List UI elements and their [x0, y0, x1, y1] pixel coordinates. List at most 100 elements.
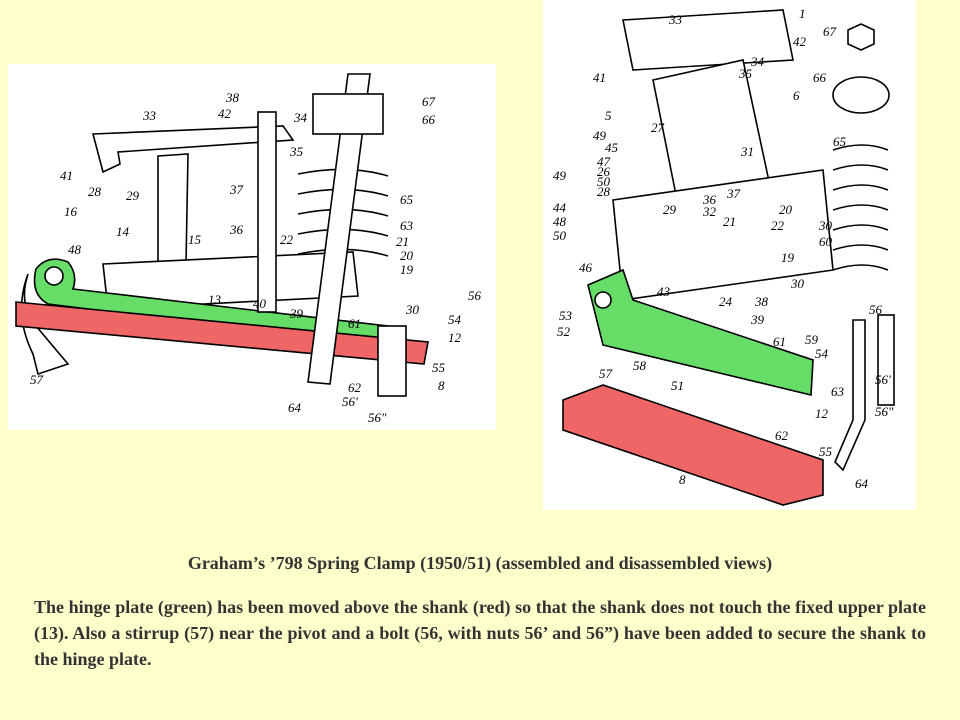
- callout: 22: [280, 232, 294, 247]
- callout: 64: [288, 400, 302, 415]
- callout: 54: [815, 346, 829, 361]
- callout: 47: [597, 154, 611, 169]
- callout: 58: [633, 358, 647, 373]
- callout: 50: [553, 228, 567, 243]
- callout: 62: [348, 380, 362, 395]
- callout: 48: [553, 214, 567, 229]
- callout: 21: [723, 214, 736, 229]
- callout: 33: [668, 12, 683, 27]
- callout: 1: [799, 6, 806, 21]
- callout: 56": [875, 404, 894, 419]
- callout: 43: [657, 284, 671, 299]
- callout: 66: [422, 112, 436, 127]
- callout: 44: [553, 200, 567, 215]
- callout: 65: [833, 134, 847, 149]
- callout: 20: [779, 202, 793, 217]
- callout: 39: [289, 306, 304, 321]
- exploded-view-figure: 33 1 42 67 34 35 41 66 6 5 49 27 65 45 4…: [543, 0, 916, 510]
- callout: 26: [597, 164, 611, 179]
- top-plate: [91, 125, 295, 174]
- callout: 56': [875, 372, 891, 387]
- body-paragraph: The hinge plate (green) has been moved a…: [34, 597, 926, 669]
- callout: 46: [579, 260, 593, 275]
- callout: 33: [142, 108, 157, 123]
- assembled-view-figure: 38 42 33 34 35 67 66 41 28 29 37 65 16 1…: [8, 64, 496, 430]
- callout: 39: [750, 312, 765, 327]
- callout: 31: [740, 144, 754, 159]
- callout: 19: [781, 250, 795, 265]
- callout: 34: [750, 54, 765, 69]
- callout: 21: [396, 234, 409, 249]
- callout: 16: [64, 204, 78, 219]
- callout: 50: [597, 174, 611, 189]
- top-plate: [622, 9, 794, 71]
- callout: 12: [448, 330, 462, 345]
- callout: 66: [813, 70, 827, 85]
- callout: 41: [60, 168, 73, 183]
- callout: 45: [605, 140, 619, 155]
- callout: 32: [702, 204, 717, 219]
- callout: 67: [823, 24, 837, 39]
- callout: 51: [671, 378, 684, 393]
- callout: 38: [754, 294, 769, 309]
- callout: 8: [679, 472, 686, 487]
- callout: 5: [605, 108, 612, 123]
- callout: 30: [790, 276, 805, 291]
- assembled-view-drawing: 38 42 33 34 35 67 66 41 28 29 37 65 16 1…: [15, 73, 482, 425]
- callout: 56": [368, 410, 387, 425]
- callout: 56': [342, 394, 358, 409]
- exploded-view-drawing: 33 1 42 67 34 35 41 66 6 5 49 27 65 45 4…: [553, 6, 895, 506]
- callout: 29: [126, 188, 140, 203]
- callout: 14: [116, 224, 130, 239]
- callout: 38: [225, 90, 240, 105]
- callout: 6: [793, 88, 800, 103]
- callout: 29: [663, 202, 677, 217]
- callout: 59: [805, 332, 819, 347]
- callout: 15: [188, 232, 202, 247]
- callout: 49: [593, 128, 607, 143]
- callout: 27: [651, 120, 665, 135]
- callout: 20: [400, 248, 414, 263]
- bolt-56: [877, 314, 895, 406]
- callout: 49: [553, 168, 567, 183]
- callout: 42: [218, 106, 232, 121]
- figure-caption: Graham’s ’798 Spring Clamp (1950/51) (as…: [187, 553, 773, 573]
- callout: 30: [818, 218, 833, 233]
- callout: 34: [293, 110, 308, 125]
- callout: 63: [831, 384, 845, 399]
- callout: 41: [593, 70, 606, 85]
- callout: 12: [815, 406, 829, 421]
- callout: 22: [771, 218, 785, 233]
- shank-red: [562, 384, 824, 506]
- hinge-plate-green: [33, 258, 389, 347]
- nut-67: [847, 23, 875, 51]
- callout: 67: [422, 94, 436, 109]
- callout: 54: [448, 312, 462, 327]
- callout: 65: [400, 192, 414, 207]
- callout: 19: [400, 262, 414, 277]
- washer-66: [832, 76, 890, 114]
- rod-61: [307, 73, 371, 385]
- callout: 57: [599, 366, 613, 381]
- callout: 53: [559, 308, 573, 323]
- callout: 56: [468, 288, 482, 303]
- bolt-37: [257, 111, 277, 313]
- callout: 48: [68, 242, 82, 257]
- callout: 36: [702, 192, 717, 207]
- rod-63: [834, 319, 866, 472]
- callout: 8: [438, 378, 445, 393]
- bolt-56: [377, 325, 407, 397]
- callout: 37: [229, 182, 244, 197]
- hinge-plate-green: [587, 268, 814, 397]
- nut-67: [312, 93, 384, 135]
- callout: 36: [229, 222, 244, 237]
- callout: 61: [348, 316, 361, 331]
- callout: 28: [597, 184, 611, 199]
- callout: 55: [819, 444, 833, 459]
- callout: 56: [869, 302, 883, 317]
- callout: 13: [208, 292, 222, 307]
- callout: 30: [405, 302, 420, 317]
- callout: 42: [793, 34, 807, 49]
- callout: 64: [855, 476, 869, 491]
- callout: 35: [738, 66, 753, 81]
